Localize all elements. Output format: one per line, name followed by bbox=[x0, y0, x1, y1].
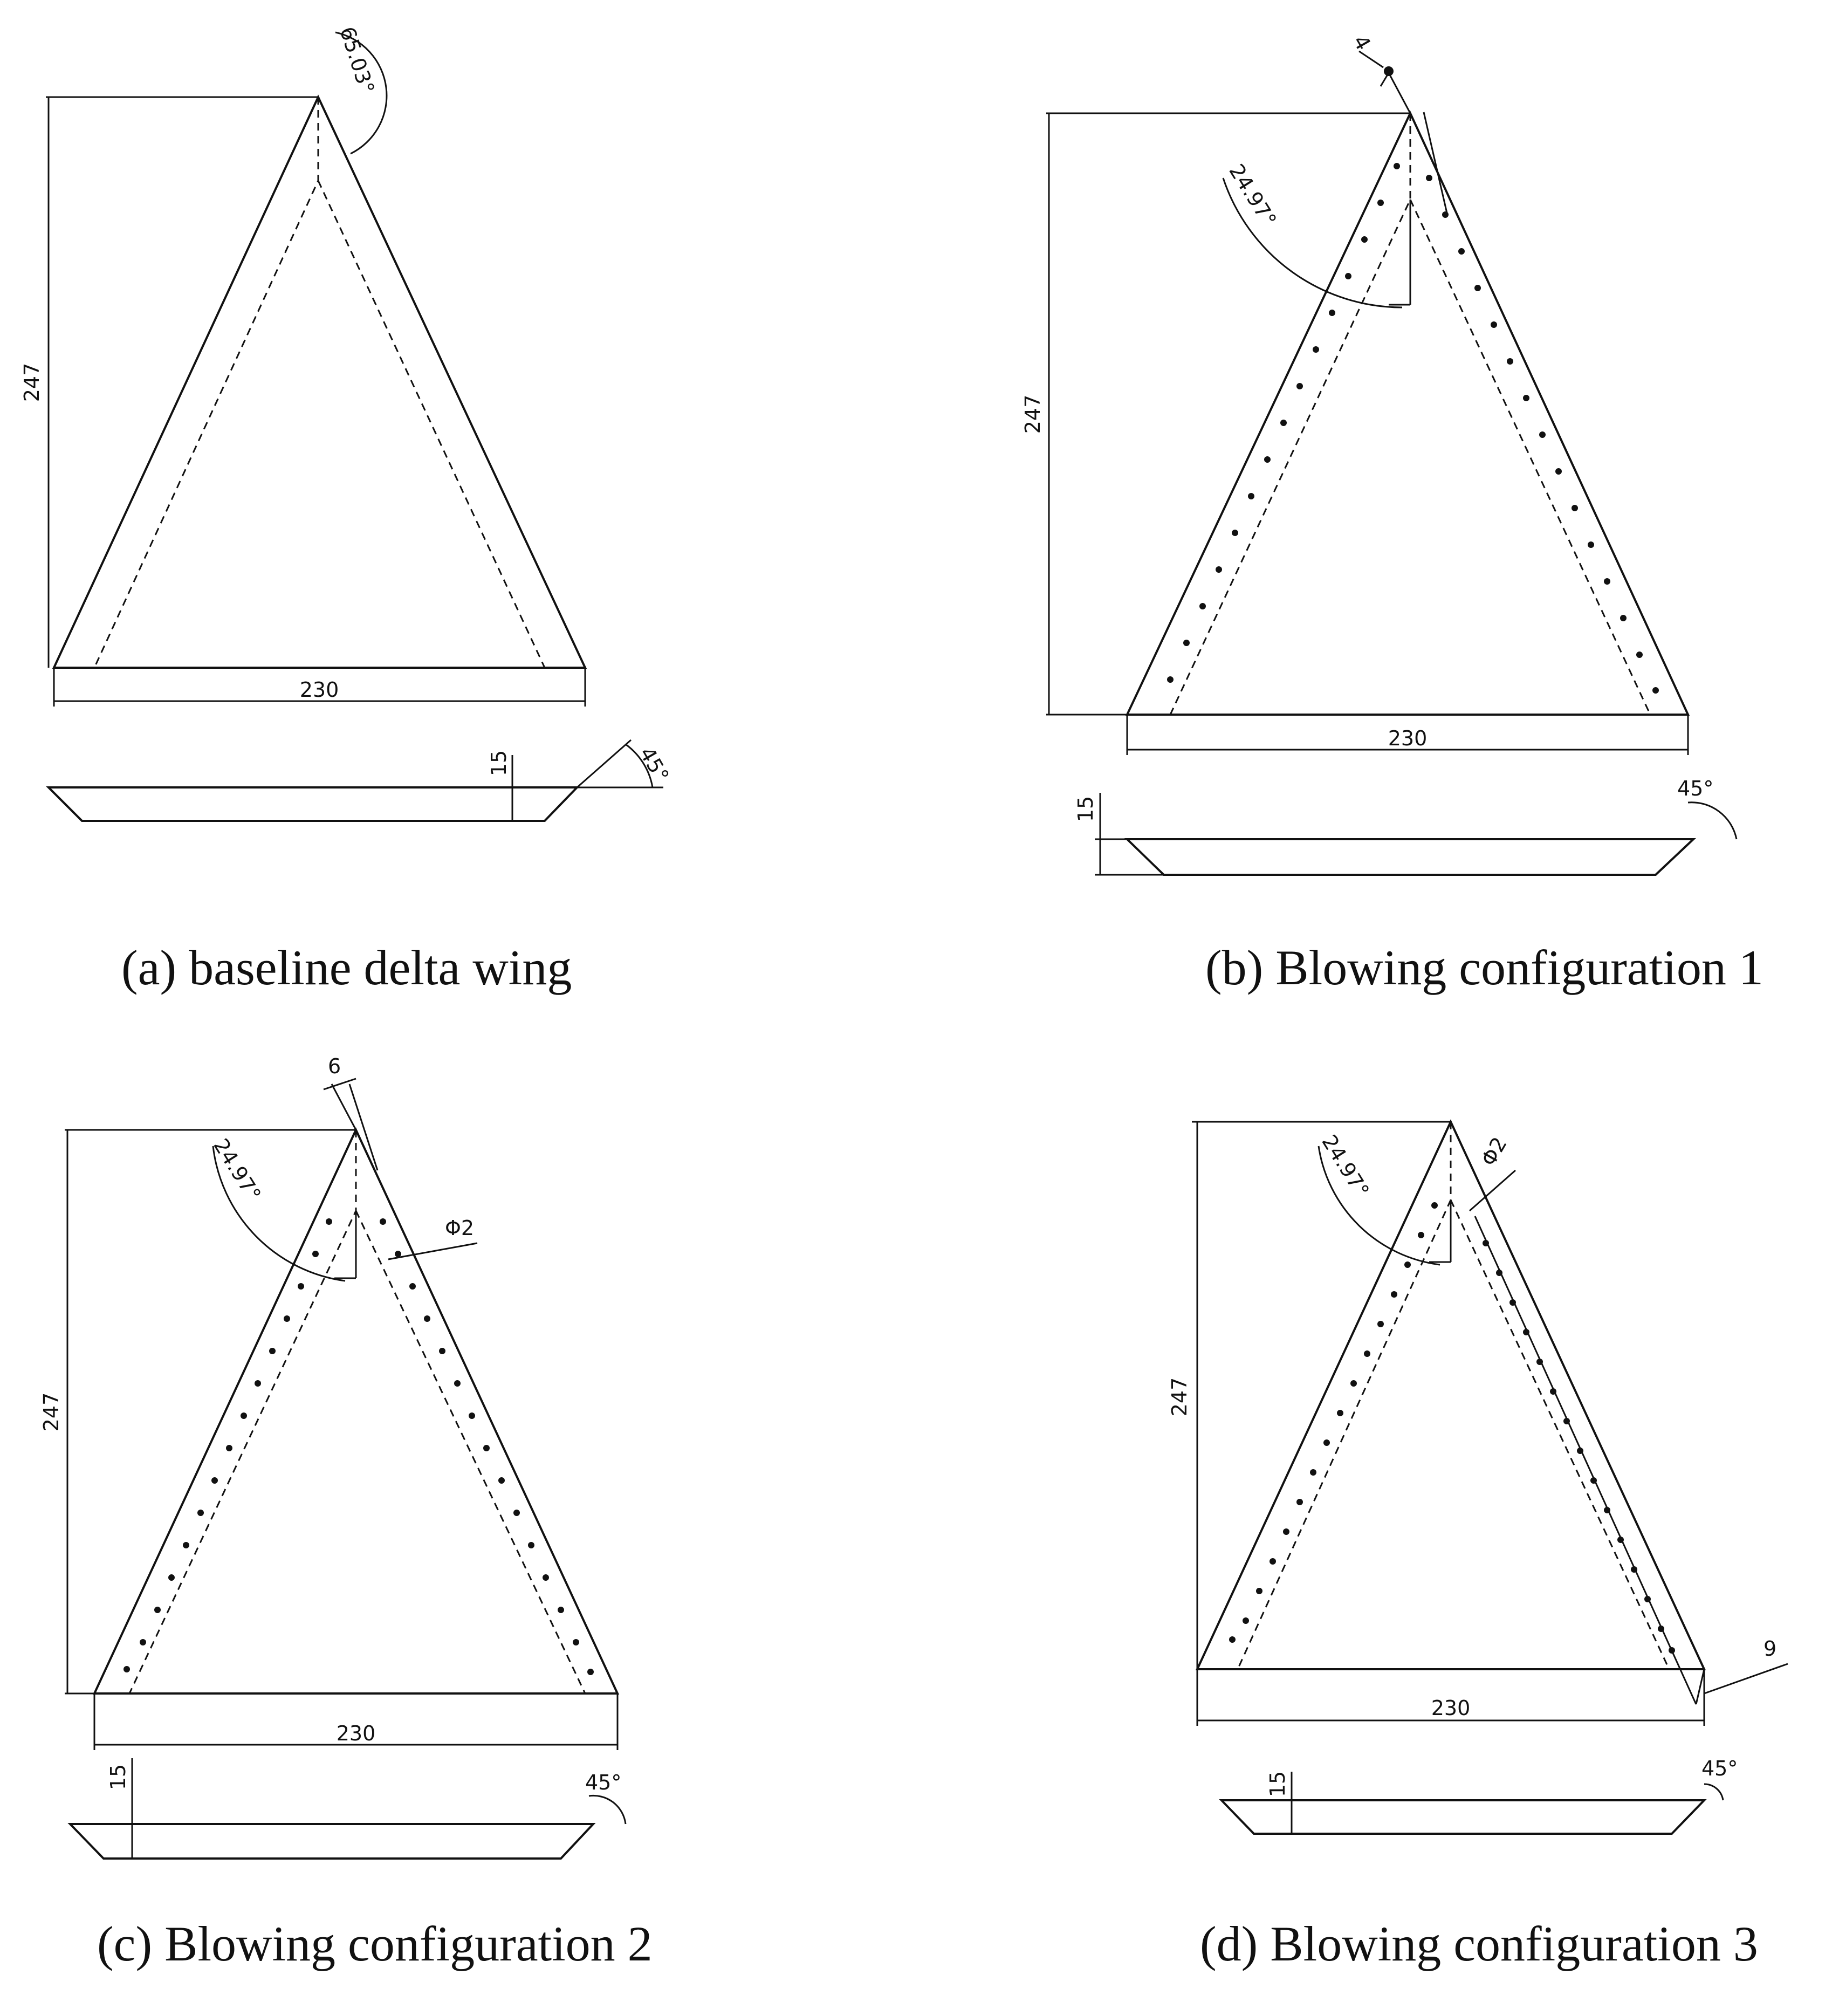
base-label-a: 230 bbox=[300, 678, 339, 702]
offset-dimension-c: 6 bbox=[323, 1054, 379, 1171]
thickness-label-b: 15 bbox=[1074, 796, 1097, 822]
offset-dimension-d: 9 bbox=[1704, 1637, 1788, 1695]
thickness-label-d: 15 bbox=[1266, 1771, 1289, 1797]
apex-angle-a: 65.03° bbox=[335, 24, 388, 155]
wing-planform-d bbox=[1195, 1119, 1706, 1670]
offset-label-b: 4 bbox=[1348, 31, 1375, 54]
base-dimension-d: 230 bbox=[1196, 1669, 1705, 1726]
side-profile-c: 15 45° bbox=[67, 1758, 627, 1860]
holes-left-b bbox=[1167, 163, 1400, 683]
slot-angle-label-d: 24.97° bbox=[1317, 1130, 1374, 1202]
base-label-d: 230 bbox=[1431, 1696, 1471, 1720]
hole-diameter-label-c: Φ2 bbox=[445, 1216, 474, 1240]
bevel-angle-label-d: 45° bbox=[1701, 1757, 1738, 1780]
height-label-a: 247 bbox=[20, 363, 44, 402]
slot-angle-b: 24.97° bbox=[1222, 160, 1403, 308]
height-dimension-b: 247 bbox=[1021, 112, 1410, 716]
height-dimension-d: 247 bbox=[1168, 1121, 1451, 1669]
offset-label-c: 6 bbox=[328, 1054, 341, 1078]
caption-b: (b) Blowing configuration 1 bbox=[1205, 940, 1763, 995]
slot-angle-label-b: 24.97° bbox=[1224, 160, 1281, 231]
height-label-d: 247 bbox=[1168, 1377, 1191, 1417]
apex-angle-label-a: 65.03° bbox=[335, 24, 379, 97]
wing-planform-c bbox=[92, 1127, 620, 1695]
wing-planform-a bbox=[52, 94, 587, 669]
panel-b: 4 24.97° 247 230 15 45° (b) Blowing c bbox=[1021, 31, 1763, 996]
panel-a: 247 230 65.03° 15 45° (a) baseline delta… bbox=[20, 24, 674, 995]
base-dimension-b: 230 bbox=[1126, 715, 1689, 755]
bevel-angle-label-a: 45° bbox=[635, 743, 674, 786]
hole-diameter-label-d: Φ2 bbox=[1477, 1133, 1512, 1170]
side-profile-d: 15 45° bbox=[1219, 1757, 1738, 1835]
base-label-b: 230 bbox=[1388, 726, 1428, 750]
bevel-angle-label-c: 45° bbox=[585, 1771, 621, 1794]
side-profile-a: 15 45° bbox=[46, 739, 674, 822]
height-label-c: 247 bbox=[39, 1393, 63, 1432]
holes-left-d bbox=[1229, 1202, 1438, 1643]
height-dimension-a: 247 bbox=[20, 96, 318, 668]
holes-right-b bbox=[1426, 175, 1659, 694]
caption-a: (a) baseline delta wing bbox=[121, 940, 572, 995]
height-label-b: 247 bbox=[1021, 395, 1045, 434]
holes-right-c bbox=[380, 1218, 594, 1675]
base-label-c: 230 bbox=[337, 1722, 376, 1745]
holes-left-c bbox=[123, 1218, 332, 1672]
slot-angle-d: 24.97° bbox=[1317, 1130, 1440, 1266]
thickness-label-c: 15 bbox=[106, 1764, 130, 1790]
offset-label-d: 9 bbox=[1763, 1637, 1776, 1661]
slot-angle-c: 24.97° bbox=[209, 1134, 346, 1282]
offset-dimension-b: 4 bbox=[1348, 31, 1448, 214]
panel-d: Φ2 9 24.97° 247 230 15 45° (d) Blow bbox=[1168, 1119, 1788, 1971]
hole-diameter-callout-d: Φ2 bbox=[1469, 1133, 1516, 1212]
base-dimension-c: 230 bbox=[93, 1693, 619, 1750]
caption-d: (d) Blowing configuration 3 bbox=[1200, 1916, 1758, 1971]
side-profile-b: 15 45° bbox=[1074, 777, 1738, 876]
height-dimension-c: 247 bbox=[39, 1129, 356, 1695]
bevel-angle-label-b: 45° bbox=[1677, 777, 1713, 800]
caption-c: (c) Blowing configuration 2 bbox=[97, 1916, 653, 1971]
hole-diameter-callout-c: Φ2 bbox=[388, 1216, 478, 1260]
base-dimension-a: 230 bbox=[53, 668, 586, 707]
thickness-label-a: 15 bbox=[487, 750, 511, 776]
panel-c: 6 Φ2 24.97° 247 230 15 45° ( bbox=[39, 1054, 653, 1971]
wing-planform-b bbox=[1125, 111, 1690, 716]
slot-line-d bbox=[1474, 1216, 1705, 1705]
